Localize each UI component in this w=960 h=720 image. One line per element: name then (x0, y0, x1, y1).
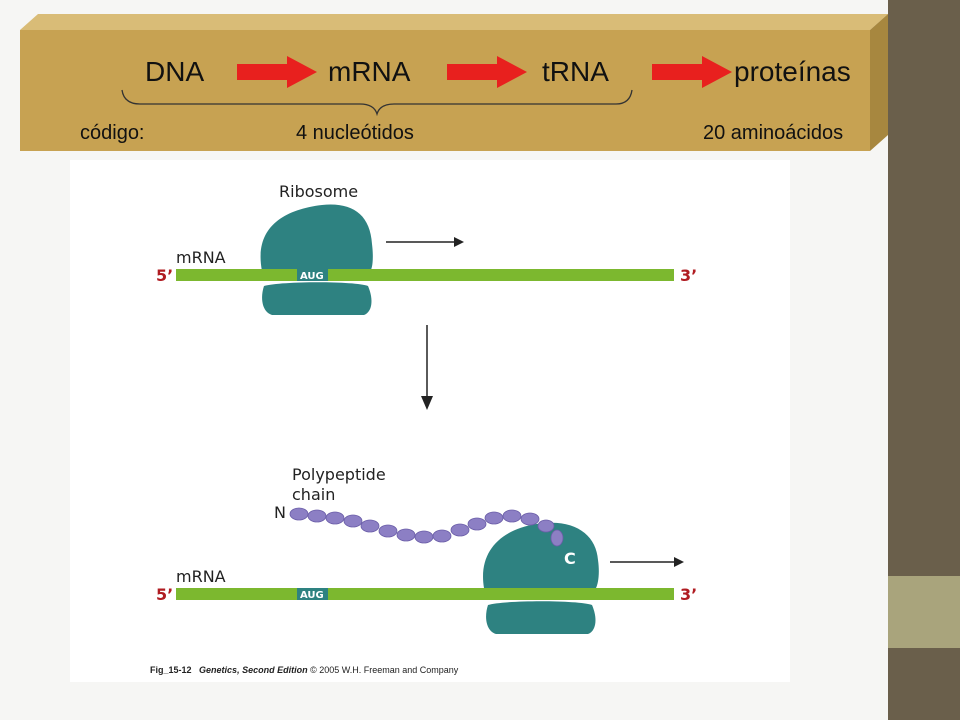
caption-fig-number: Fig_15-12 (150, 665, 192, 675)
banner-shape (20, 14, 888, 151)
ribosome-small-subunit-top (262, 282, 372, 315)
header-banner: DNA mRNA tRNA proteínas código: 4 nucleó… (0, 0, 888, 160)
mrna-strand-bottom (176, 588, 674, 600)
mrna-label-bottom: mRNA (176, 567, 226, 586)
c-terminus-label: C (564, 549, 576, 568)
ribosome-large-subunit-bottom (483, 522, 599, 588)
figure-caption: Fig_15-12 Genetics, Second Edition © 200… (150, 665, 458, 675)
aug-label-bottom: AUG (300, 590, 324, 601)
proteins-label: proteínas (734, 56, 851, 87)
polypeptide-chain (289, 507, 564, 547)
aug-codon-top (297, 269, 328, 281)
translation-diagram: Ribosome mRNA 5’ AUG 3’ Polypeptide chai… (156, 182, 697, 634)
arrow-mrna-trna (447, 56, 527, 88)
caption-book-title: Genetics, Second Edition (199, 665, 308, 675)
aug-codon-bottom (297, 588, 328, 600)
five-prime-top: 5’ (156, 266, 173, 285)
mrna-label-top: mRNA (176, 248, 226, 267)
caption-copyright: © 2005 W.H. Freeman and Company (310, 665, 459, 675)
code-label: código: (80, 122, 145, 144)
aug-label-top: AUG (300, 271, 324, 282)
five-prime-bottom: 5’ (156, 585, 173, 604)
arrow-trna-proteins (652, 56, 732, 88)
dna-label: DNA (145, 56, 205, 87)
amino-acids-label: 20 aminoácidos (703, 122, 844, 144)
nucleotides-label: 4 nucleótidos (296, 122, 414, 144)
three-prime-top: 3’ (680, 266, 697, 285)
n-terminus-label: N (274, 503, 286, 522)
mrna-strand-top (176, 269, 674, 281)
side-bar-accent (888, 576, 960, 648)
ribosome-large-subunit-top (260, 204, 373, 271)
ribosome-small-subunit-bottom (486, 601, 596, 634)
polypeptide-label-line2: chain (292, 485, 335, 504)
trna-label: tRNA (542, 56, 609, 87)
ribosome-label: Ribosome (279, 182, 358, 201)
brace (121, 89, 633, 117)
mrna-label: mRNA (328, 56, 411, 87)
three-prime-bottom: 3’ (680, 585, 697, 604)
arrow-dna-mrna (237, 56, 317, 88)
translation-figure: Ribosome mRNA 5’ AUG 3’ Polypeptide chai… (70, 160, 790, 682)
polypeptide-label-line1: Polypeptide (292, 465, 386, 484)
